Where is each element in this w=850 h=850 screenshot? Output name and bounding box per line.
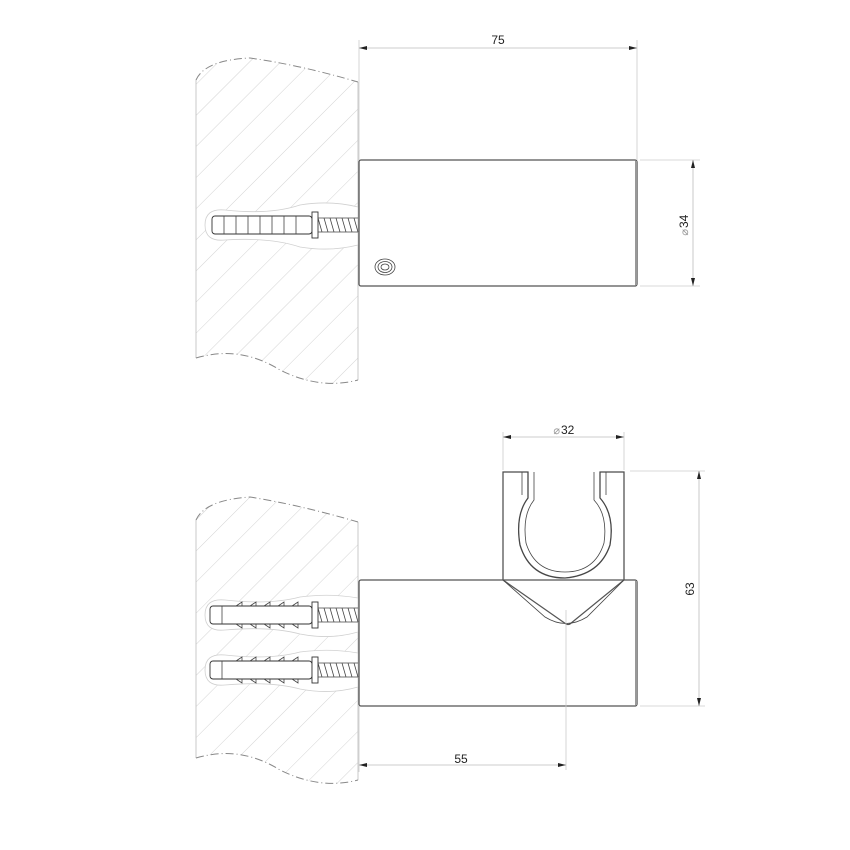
set-screw-icon (374, 258, 396, 276)
bottom-view: ⌀ 32 63 55 (195, 423, 705, 784)
dimension-diameter-32: ⌀ 32 (502, 423, 625, 470)
diameter-symbol: ⌀ (553, 424, 560, 437)
dimension-length-75: 75 (358, 33, 638, 160)
dimension-diameter-34: ⌀ 34 (640, 159, 700, 287)
dimension-height-63: 63 (630, 470, 705, 707)
diameter-symbol: ⌀ (678, 229, 691, 236)
hook-body (358, 159, 638, 287)
wall-anchor-bottom-2 (204, 649, 359, 692)
dimension-label-32: 32 (561, 423, 575, 437)
wall-anchor-top (204, 202, 359, 250)
wall-section-bottom (195, 496, 359, 784)
top-view: 75 ⌀ 34 (195, 33, 700, 384)
dimension-label-34: 34 (677, 214, 691, 228)
wall-anchor-bottom-1 (204, 594, 359, 637)
dimension-label-63: 63 (683, 582, 697, 596)
dimension-label-55: 55 (454, 752, 468, 766)
dimension-label-75: 75 (491, 33, 505, 47)
dimension-axis-55: 55 (358, 706, 566, 772)
handshower-clip (502, 471, 625, 626)
